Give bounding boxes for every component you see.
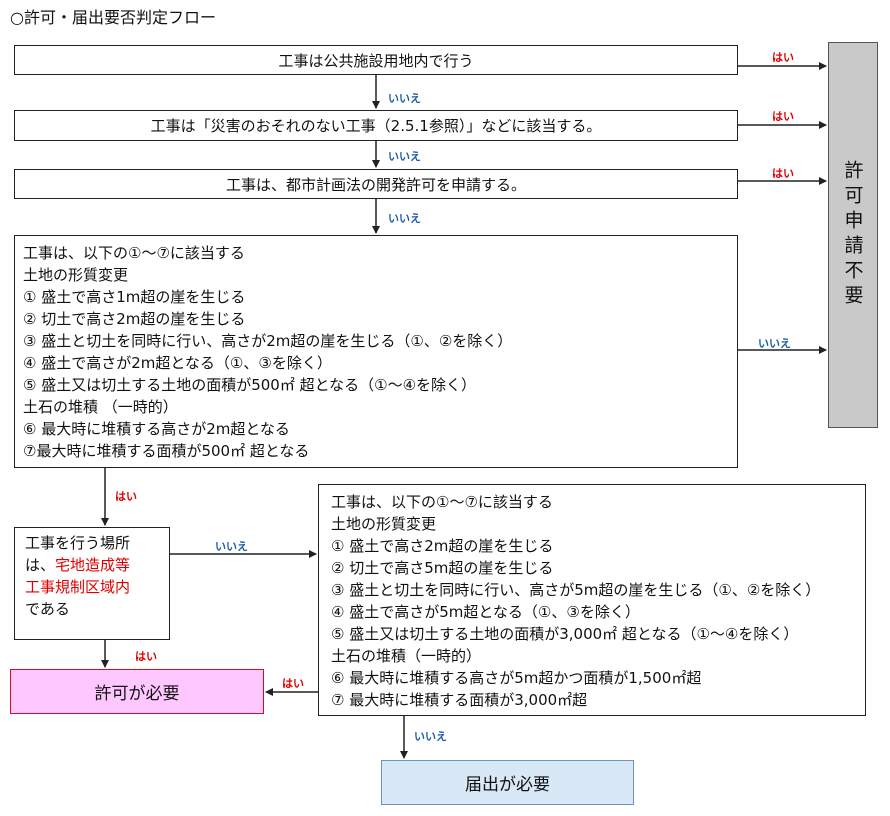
question-box-safe-work: 工事は「災害のおそれのない工事（2.5.1参照）」などに該当する。 [14,110,738,141]
notify-required-text: 届出が必要 [465,775,550,795]
criteria-line: ⑤ 盛土又は切土する土地の面積が500㎡ 超となる（①～④を除く） [23,376,477,394]
area-line: 工事を行う場所 [25,534,131,552]
criteria-line: ⑦ 最大時に堆積する面積が3,000㎡超 [331,691,588,709]
yes-label: はい [135,650,157,663]
criteria-line: 土地の形質変更 [23,266,129,284]
criteria-line: ⑤ 盛土又は切土する土地の面積が3,000㎡ 超となる（①～④を除く） [331,625,799,643]
yes-label: はい [282,677,304,690]
criteria-line: 工事は、以下の①～⑦に該当する [23,244,245,262]
criteria-line: 工事は、以下の①～⑦に該当する [331,493,553,511]
area-line: は、宅地造成等 [25,556,131,574]
criteria-line: ① 盛土で高さ2m超の崖を生じる [331,537,554,555]
criteria-line: 土地の形質変更 [331,515,437,533]
permit-required-text: 許可が必要 [94,684,180,704]
no-label: いいえ [414,730,447,743]
question-box-development-permit: 工事は、都市計画法の開発許可を申請する。 [14,169,738,199]
page-title: ○許可・届出要否判定フロー [10,8,216,27]
permit-required-box: 許可が必要 [10,669,264,714]
criteria-line: ③ 盛土と切土を同時に行い、高さが5m超の崖を生じる（①、②を除く） [331,581,821,599]
question-box-public-land: 工事は公共施設用地内で行う [14,45,738,75]
criteria-line: ④ 盛土で高さが2m超となる（①、③を除く） [23,354,332,372]
criteria-line: 土石の堆積（一時的） [331,647,482,665]
criteria-line: ② 切土で高さ5m超の崖を生じる [331,559,554,577]
criteria-line: ② 切土で高さ2m超の崖を生じる [23,310,246,328]
no-permit-required-box: 許可申請不要 [828,42,878,428]
no-label: いいえ [388,212,421,225]
area-line: である [25,600,70,618]
no-label: いいえ [215,540,248,553]
no-label: いいえ [388,92,421,105]
yes-label: はい [772,110,794,123]
criteria-line: ⑦最大時に堆積する面積が500㎡ 超となる [23,442,310,460]
yes-label: はい [772,167,794,180]
no-label: いいえ [758,337,791,350]
no-label: いいえ [388,150,421,163]
criteria-line: ⑥ 最大時に堆積する高さが5m超かつ面積が1,500㎡超 [331,669,702,687]
no-permit-text: 許可申請不要 [841,160,864,310]
yes-label: はい [115,490,137,503]
question-text: 工事は公共施設用地内で行う [278,51,474,70]
criteria-line: ① 盛土で高さ1m超の崖を生じる [23,288,246,306]
notify-required-box: 届出が必要 [381,760,634,805]
regulated-area-highlight: 工事規制区域内 [25,578,131,596]
question-text: 工事は、都市計画法の開発許可を申請する。 [225,175,526,194]
criteria-line: ③ 盛土と切土を同時に行い、高さが2m超の崖を生じる（①、②を除く） [23,332,513,350]
criteria-line: ⑥ 最大時に堆積する高さが2m超となる [23,420,290,438]
yes-label: はい [772,51,794,64]
criteria-line: ④ 盛土で高さが5m超となる（①、③を除く） [331,603,640,621]
question-box-regulated-area: 工事を行う場所 は、宅地造成等 工事規制区域内 である [14,527,170,640]
criteria-box-regulated: 工事は、以下の①～⑦に該当する 土地の形質変更 ① 盛土で高さ2m超の崖を生じる… [318,484,866,716]
criteria-box-general: 工事は、以下の①～⑦に該当する 土地の形質変更 ① 盛土で高さ1m超の崖を生じる… [14,235,738,468]
regulated-area-highlight: 宅地造成等 [55,556,131,574]
criteria-line: 土石の堆積 （一時的） [23,398,178,416]
question-text: 工事は「災害のおそれのない工事（2.5.1参照）」などに該当する。 [150,117,602,135]
